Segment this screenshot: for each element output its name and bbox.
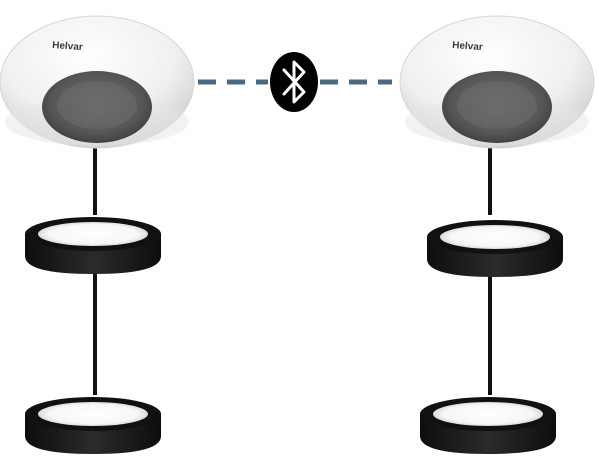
right-sensor: Helvar — [400, 16, 594, 148]
right-luminaire-top — [427, 220, 563, 277]
bluetooth-link — [198, 52, 392, 112]
sensor-brand-label: Helvar — [452, 40, 483, 53]
left-sensor: Helvar — [0, 16, 194, 148]
right-luminaire-bottom — [420, 397, 556, 454]
left-luminaire-top — [25, 217, 161, 274]
left-luminaire-bottom — [25, 397, 161, 454]
bluetooth-icon — [270, 52, 318, 112]
sensor-brand-label: Helvar — [52, 40, 83, 53]
